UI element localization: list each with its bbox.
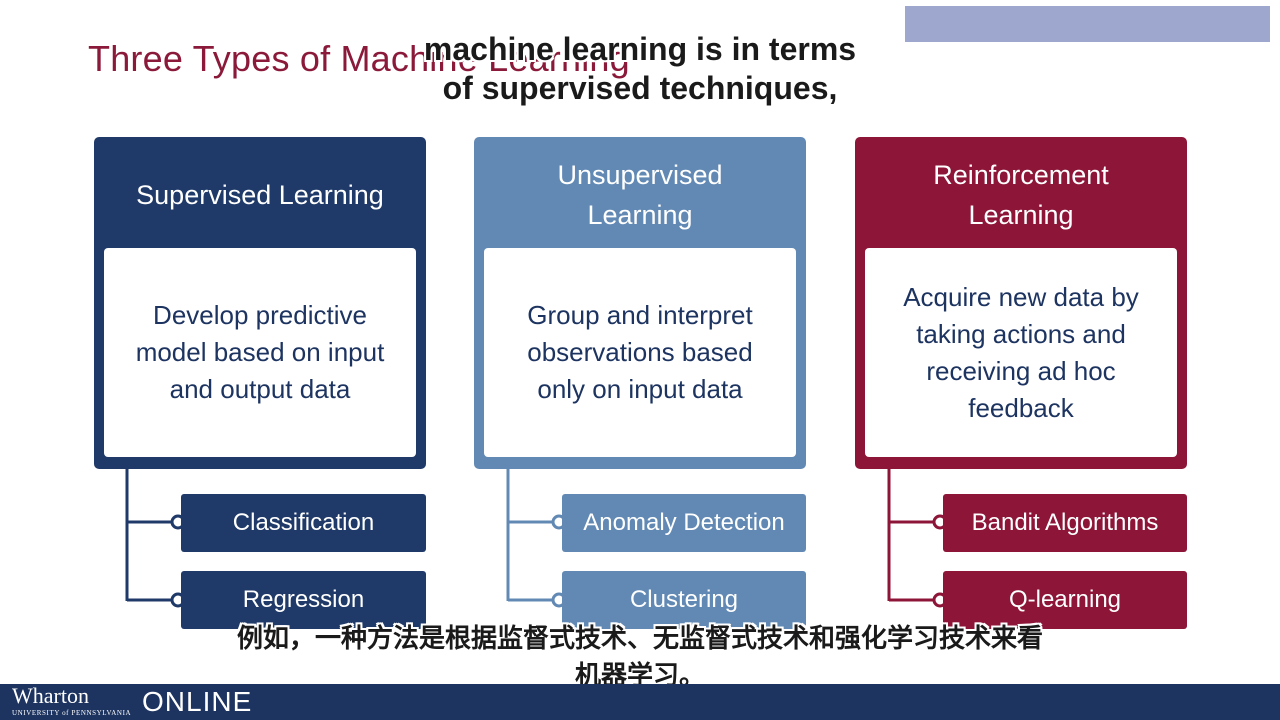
card-unsupervised-learning: Unsupervised Learning Group and interpre… bbox=[474, 137, 806, 469]
subtype-bandit-algorithms: Bandit Algorithms bbox=[943, 494, 1187, 552]
card-heading: Supervised Learning bbox=[136, 180, 384, 210]
card-description: Acquire new data by taking actions and r… bbox=[865, 248, 1177, 457]
card-reinforcement-learning: Reinforcement Learning Acquire new data … bbox=[855, 137, 1187, 469]
connector-reinforcement bbox=[887, 469, 938, 602]
connector-supervised bbox=[125, 469, 176, 602]
caption-english-line-1: machine learning is in terms bbox=[423, 31, 857, 67]
card-supervised-learning: Supervised Learning Develop predictive m… bbox=[94, 137, 426, 469]
card-description: Group and interpret observations based o… bbox=[484, 248, 796, 457]
card-heading: Unsupervised Learning bbox=[557, 160, 723, 230]
card-description: Develop predictive model based on input … bbox=[104, 248, 416, 457]
subtype-classification: Classification bbox=[181, 494, 426, 552]
slide-title: Three Types of Machine Learning bbox=[88, 38, 630, 79]
subtype-q-learning: Q-learning bbox=[943, 571, 1187, 629]
footer-bar bbox=[0, 684, 1280, 720]
caption-chinese-line-1: 例如，一种方法是根据监督式技术、无监督式技术和强化学习技术来看 bbox=[236, 623, 1043, 653]
connector-unsupervised bbox=[506, 469, 557, 602]
caption-english-line-2: of supervised techniques, bbox=[442, 70, 838, 106]
wharton-logo: Wharton bbox=[12, 683, 89, 708]
subtype-anomaly-detection: Anomaly Detection bbox=[562, 494, 806, 552]
card-heading: Reinforcement Learning bbox=[933, 160, 1109, 230]
wharton-logo-subtitle: UNIVERSITY of PENNSYLVANIA bbox=[12, 709, 132, 717]
online-wordmark: ONLINE bbox=[142, 686, 253, 717]
subtype-clustering: Clustering bbox=[562, 571, 806, 629]
watermark-banner bbox=[905, 6, 1270, 42]
subtype-regression: Regression bbox=[181, 571, 426, 629]
